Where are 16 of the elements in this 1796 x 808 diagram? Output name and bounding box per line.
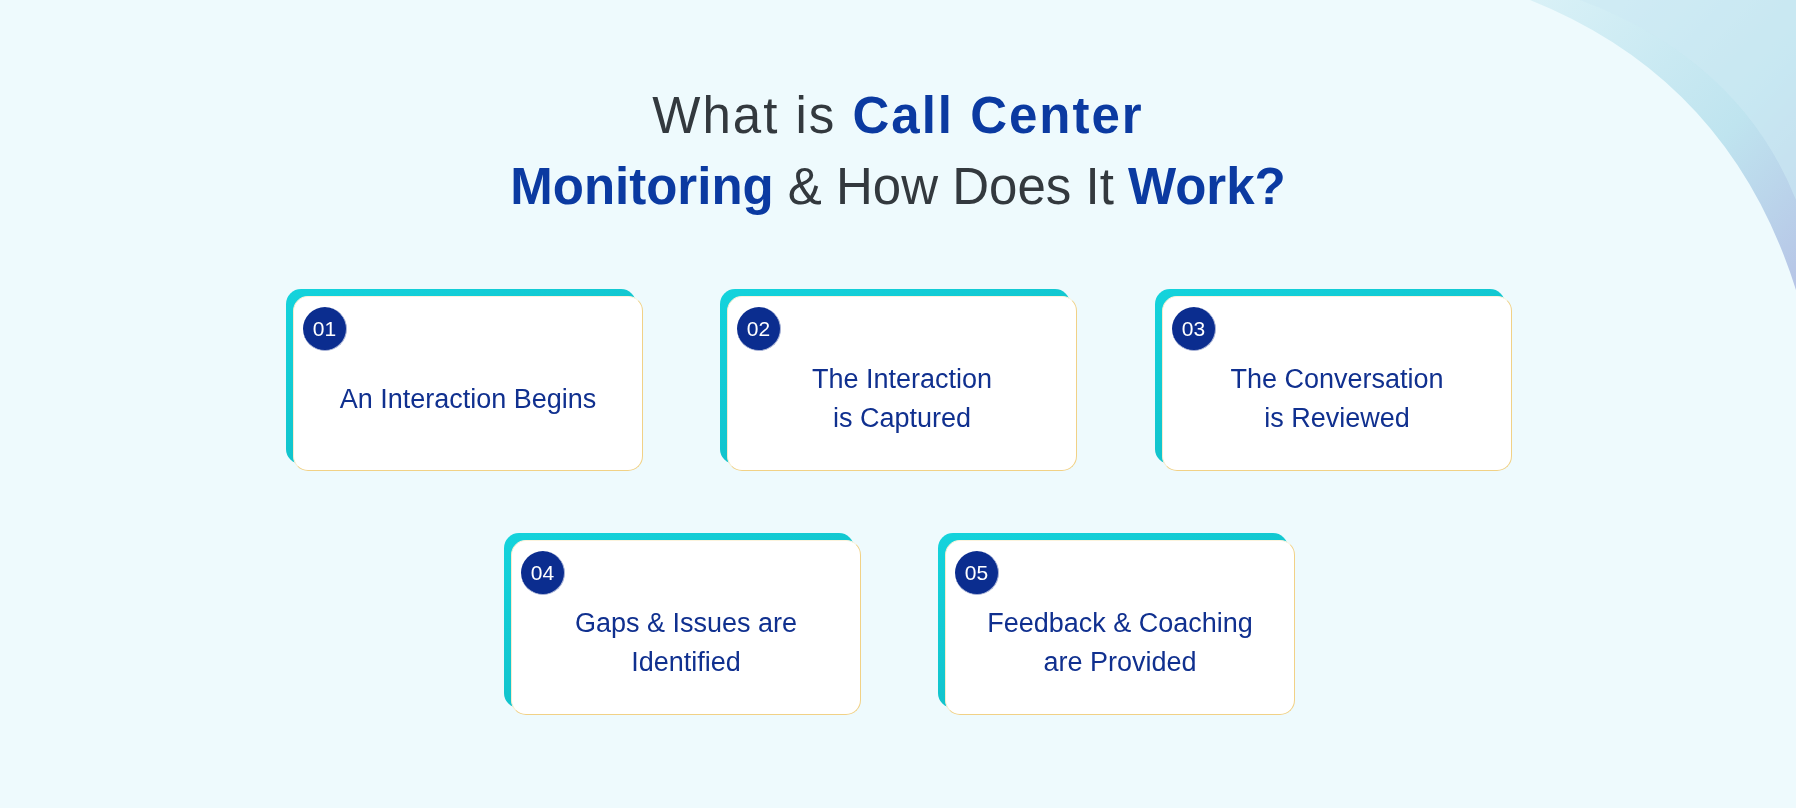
step-title: Feedback & Coaching are Provided xyxy=(987,607,1253,679)
heading: What is Call Center Monitoring & How Does It Work? xyxy=(510,86,1286,217)
step-title: Gaps & Issues are Identified xyxy=(573,607,799,679)
step-card xyxy=(938,533,1295,715)
step-number-badge: 04 xyxy=(521,551,565,595)
step-title: The Conversation is Reviewed xyxy=(1230,363,1444,435)
step-card xyxy=(720,289,1077,471)
step-title: The Interaction is Captured xyxy=(811,363,993,435)
step-number-badge: 03 xyxy=(1172,307,1216,351)
step-number-badge: 05 xyxy=(955,551,999,595)
step-card xyxy=(504,533,861,715)
step-title: An Interaction Begins xyxy=(339,382,597,416)
step-number-badge: 01 xyxy=(303,307,347,351)
step-number-badge: 02 xyxy=(737,307,781,351)
step-card xyxy=(1155,289,1512,471)
step-card xyxy=(286,289,643,471)
